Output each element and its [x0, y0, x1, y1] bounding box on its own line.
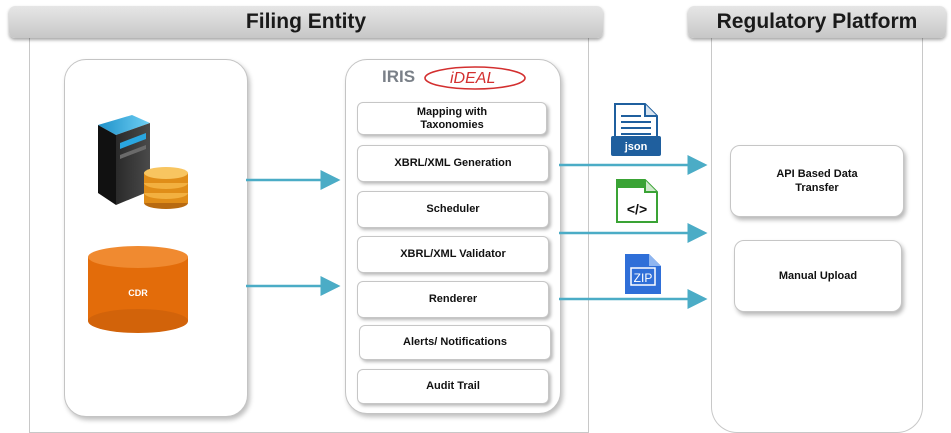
cdr-label: CDR — [128, 288, 148, 298]
code-file-label: </> — [627, 201, 647, 217]
manual-upload-box[interactable]: Manual Upload — [734, 240, 902, 312]
cdr-database-icon: CDR — [88, 246, 188, 333]
zip-file-label: ZIP — [634, 271, 653, 285]
json-file-label: json — [624, 141, 648, 153]
data-sources-panel — [64, 59, 248, 417]
json-file-icon: json — [611, 103, 661, 156]
module-audit-trail[interactable]: Audit Trail — [357, 369, 549, 404]
module-mapping-with-taxonomies[interactable]: Mapping with Taxonomies — [357, 102, 547, 135]
module-xbrl-xml-generation[interactable]: XBRL/XML Generation — [357, 145, 549, 182]
server-database-icon — [98, 115, 188, 209]
regulatory-platform-area — [711, 36, 923, 433]
module-alerts-notifications[interactable]: Alerts/ Notifications — [359, 325, 551, 360]
logo-product: iDEAL — [450, 70, 495, 87]
zip-file-icon: ZIP — [625, 254, 661, 294]
module-renderer[interactable]: Renderer — [357, 281, 549, 318]
api-based-data-transfer-box[interactable]: API Based Data Transfer — [730, 145, 904, 217]
iris-ideal-logo: IRIS iDEAL — [382, 66, 526, 90]
logo-brand: IRIS — [382, 67, 415, 86]
regulatory-platform-header: Regulatory Platform — [688, 6, 946, 38]
module-xbrl-xml-validator[interactable]: XBRL/XML Validator — [357, 236, 549, 273]
filing-entity-header: Filing Entity — [9, 6, 603, 38]
module-scheduler[interactable]: Scheduler — [357, 191, 549, 228]
code-file-icon: </> — [616, 179, 658, 223]
